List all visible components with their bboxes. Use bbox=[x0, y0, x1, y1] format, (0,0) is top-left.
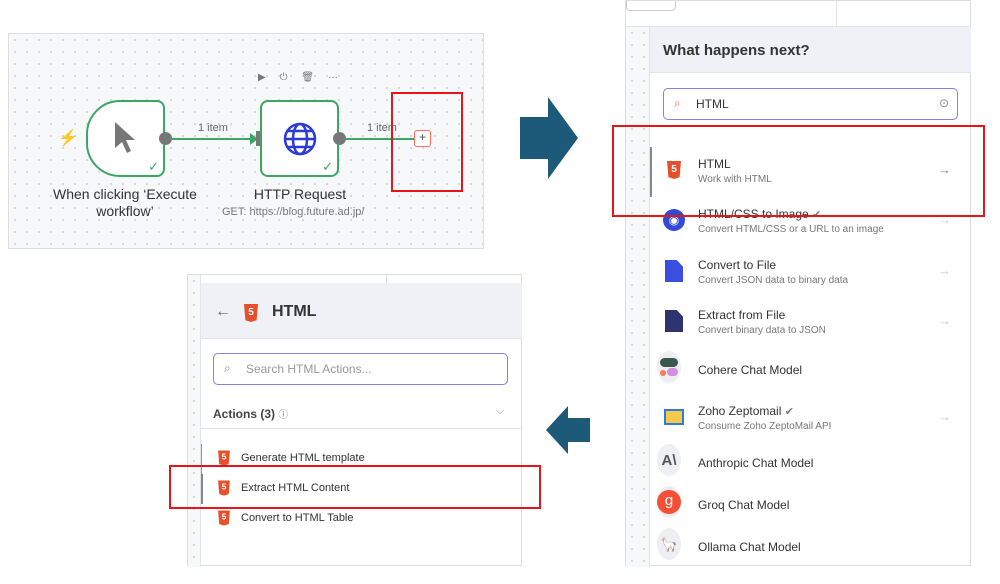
arrow-right-icon: → bbox=[938, 162, 951, 177]
flow-arrow-right bbox=[520, 97, 578, 179]
item-subtitle: Convert HTML/CSS or a URL to an image bbox=[698, 224, 884, 235]
action-label: Generate HTML template bbox=[241, 452, 365, 464]
node-list-item[interactable]: Extract from File Convert binary data to… bbox=[652, 298, 970, 344]
html-actions-panel: ← 5 HTML ⌕ Search HTML Actions... Action… bbox=[187, 274, 522, 567]
node-search-input[interactable]: ⌕ HTML ⊙ bbox=[663, 88, 958, 120]
lightning-icon: ⚡ bbox=[58, 130, 78, 147]
panel-title: HTML bbox=[272, 303, 317, 320]
clear-search-icon[interactable]: ⊙ bbox=[938, 96, 949, 110]
trash-icon[interactable]: 🗑 bbox=[301, 72, 315, 83]
item-title: Anthropic Chat Model bbox=[698, 456, 814, 470]
item-title: Extract from File bbox=[698, 308, 786, 322]
check-icon: ✓ bbox=[148, 159, 159, 174]
connection-edge bbox=[345, 138, 415, 140]
arrow-right-icon: → bbox=[938, 313, 951, 328]
html5-icon: 5 bbox=[662, 158, 686, 182]
zoho-icon bbox=[662, 405, 686, 429]
node-list-item[interactable]: g Groq Chat Model bbox=[652, 483, 970, 529]
item-title: Zoho Zeptomail ✔ bbox=[698, 404, 794, 418]
ollama-icon: 🦙 bbox=[657, 528, 681, 560]
verified-icon: ✔ bbox=[784, 406, 794, 418]
actions-search-input[interactable]: ⌕ Search HTML Actions... bbox=[213, 353, 508, 385]
node-list-item[interactable]: Zoho Zeptomail ✔ Consume Zoho ZeptoMail … bbox=[652, 394, 970, 440]
output-handle[interactable] bbox=[159, 132, 172, 145]
node-list-item[interactable]: Convert to File Convert JSON data to bin… bbox=[652, 248, 970, 294]
action-item[interactable]: 5 Convert to HTML Table bbox=[203, 506, 521, 532]
chevron-down-icon[interactable]: ⌵ bbox=[496, 405, 505, 417]
anthropic-icon: A\ bbox=[657, 444, 681, 476]
search-icon: ⌕ bbox=[224, 361, 231, 375]
action-item[interactable]: 5 Generate HTML template bbox=[203, 446, 521, 472]
highlight-box bbox=[169, 465, 541, 509]
item-title: Ollama Chat Model bbox=[698, 540, 801, 554]
cursor-icon bbox=[115, 122, 135, 153]
flow-arrow-left bbox=[546, 406, 590, 454]
node-list-item[interactable]: A\ Anthropic Chat Model bbox=[652, 441, 970, 487]
item-title: HTML bbox=[698, 157, 731, 171]
arrow-right-icon: → bbox=[938, 409, 951, 424]
html5-icon: 5 bbox=[218, 450, 230, 466]
play-icon[interactable]: ▶ bbox=[258, 72, 266, 83]
connection-edge bbox=[171, 138, 255, 140]
search-value: HTML bbox=[696, 97, 729, 111]
node-list-item[interactable]: 🦙 Ollama Chat Model bbox=[652, 525, 970, 571]
item-title: Groq Chat Model bbox=[698, 498, 790, 512]
highlight-box bbox=[391, 92, 463, 192]
item-title: Convert to File bbox=[698, 258, 777, 272]
input-handle[interactable] bbox=[256, 131, 262, 146]
check-icon: ✓ bbox=[322, 159, 333, 174]
node-creator-panel: What happens next? ⌕ HTML ⊙ 5 HTML Work … bbox=[625, 0, 971, 567]
back-arrow-icon[interactable]: ← bbox=[215, 303, 231, 320]
more-icon[interactable]: ··· bbox=[328, 72, 338, 83]
html5-icon: 5 bbox=[218, 480, 230, 496]
http-node-label: HTTP Request bbox=[253, 186, 347, 202]
item-subtitle: Convert JSON data to binary data bbox=[698, 275, 849, 286]
html5-icon: 5 bbox=[244, 304, 258, 322]
convert-file-icon bbox=[662, 259, 686, 283]
section-label: Actions (3) bbox=[213, 407, 276, 421]
node-list-item[interactable]: 5 HTML Work with HTML → bbox=[652, 147, 970, 193]
output-handle[interactable] bbox=[333, 132, 346, 145]
http-node-subtitle: GET: https://blog.future.ad.jp/ bbox=[222, 206, 365, 218]
node-list-item[interactable]: ◉ HTML/CSS to Image ✔ Convert HTML/CSS o… bbox=[652, 197, 970, 243]
workflow-canvas[interactable] bbox=[8, 33, 484, 249]
groq-icon: g bbox=[657, 486, 681, 518]
item-subtitle: Convert binary data to JSON bbox=[698, 325, 826, 336]
highlight-box bbox=[612, 125, 985, 217]
extract-file-icon bbox=[662, 309, 686, 333]
http-request-node[interactable]: ✓ bbox=[260, 100, 339, 177]
html5-icon: 5 bbox=[218, 510, 230, 526]
item-subtitle: Work with HTML bbox=[698, 174, 772, 185]
action-label: Extract HTML Content bbox=[241, 482, 350, 494]
search-placeholder: Search HTML Actions... bbox=[246, 362, 372, 376]
edge-label: 1 item bbox=[198, 122, 228, 134]
panel-title: What happens next? bbox=[663, 42, 810, 59]
power-icon[interactable]: ⏻ bbox=[279, 72, 288, 83]
item-title: Cohere Chat Model bbox=[698, 363, 803, 377]
action-item[interactable]: 5 Extract HTML Content bbox=[203, 476, 521, 502]
eye-icon: ◉ bbox=[662, 208, 686, 232]
trigger-node[interactable]: ✓ bbox=[86, 100, 165, 177]
item-subtitle: Consume Zoho ZeptoMail API bbox=[698, 421, 832, 432]
node-list-item[interactable]: Cohere Chat Model bbox=[652, 348, 970, 394]
edge-label: 1 item bbox=[367, 122, 397, 134]
actions-section-header[interactable]: Actions (3) ⓘ bbox=[213, 406, 288, 421]
info-icon: ⓘ bbox=[278, 410, 289, 421]
action-label: Convert to HTML Table bbox=[241, 512, 354, 524]
cohere-icon bbox=[657, 351, 681, 383]
search-icon: ⌕ bbox=[674, 96, 681, 110]
add-node-button[interactable]: + bbox=[414, 130, 431, 147]
globe-icon bbox=[283, 122, 317, 156]
edge-arrowhead bbox=[250, 133, 258, 145]
arrow-right-icon: → bbox=[938, 263, 951, 278]
